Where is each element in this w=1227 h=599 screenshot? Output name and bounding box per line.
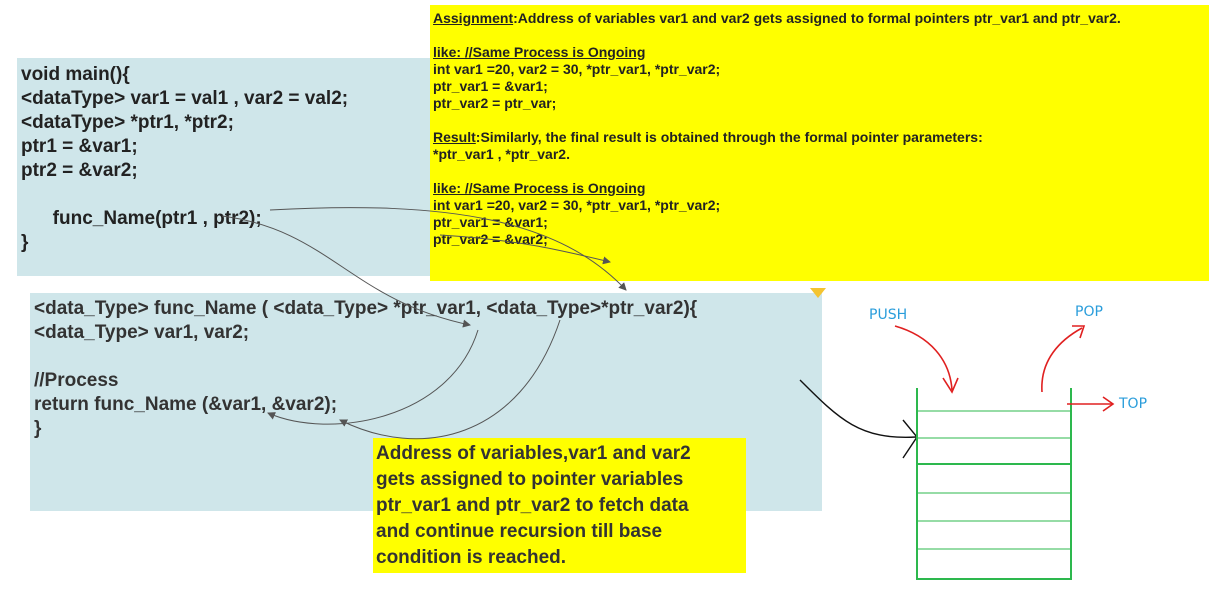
result-text-2: *ptr_var1 , *ptr_var2. <box>433 146 570 162</box>
connector-arrows <box>221 207 627 440</box>
arrow-param2-to-var2 <box>339 319 561 440</box>
pop-arrow <box>1041 327 1083 393</box>
note-marker-triangle <box>810 288 826 298</box>
result-heading: Result <box>433 129 476 145</box>
main-line-2: <dataType> var1 = val1 , var2 = val2; <box>21 88 349 109</box>
address-line-2: gets assigned to pointer variables <box>376 469 684 490</box>
push-label: PUSH <box>869 307 908 323</box>
assignment-text: :Address of variables var1 and var2 gets… <box>513 10 1121 26</box>
address-line-3: ptr_var1 and ptr_var2 to fetch data <box>376 495 689 516</box>
func-line-6: } <box>34 418 42 439</box>
arrow-ptr1-to-param1 <box>221 215 471 328</box>
address-line-4: and continue recursion till base <box>376 521 663 542</box>
func-line-2: <data_Type> var1, var2; <box>34 322 250 343</box>
address-line-1: Address of variables,var1 and var2 <box>376 443 691 464</box>
arrow-ptr2-to-assignment <box>269 207 627 291</box>
result-text: :Similarly, the final result is obtained… <box>475 129 983 145</box>
address-line-5: condition is reached. <box>376 547 567 568</box>
address-note: Address of variables,var1 and var2 gets … <box>373 438 746 573</box>
main-line-3: <dataType> *ptr1, *ptr2; <box>21 112 234 133</box>
stack-arrows <box>894 325 1115 412</box>
stack <box>916 388 1072 580</box>
arrow-param1-to-var1 <box>267 329 479 425</box>
top-label: TOP <box>1119 396 1148 412</box>
call-arrow <box>799 379 918 459</box>
like-heading-2: like: //Same Process is Ongoing <box>433 180 646 196</box>
code-2-line-1: int var1 =20, var2 = 30, *ptr_var1, *ptr… <box>433 197 721 213</box>
code-1-line-2: ptr_var1 = &var1; <box>433 78 548 94</box>
assignment-line: Assignment:Address of variables var1 and… <box>433 10 1209 27</box>
code-1-line-1: int var1 =20, var2 = 30, *ptr_var1, *ptr… <box>433 61 721 77</box>
result-line: Result:Similarly, the final result is ob… <box>433 129 1209 146</box>
pop-label: POP <box>1075 304 1103 320</box>
func-line-4: //Process <box>34 370 119 391</box>
push-arrow <box>894 325 953 391</box>
main-line-5: ptr2 = &var2; <box>21 160 138 181</box>
like-heading-1: like: //Same Process is Ongoing <box>433 44 646 60</box>
main-code-block: void main(){ <dataType> var1 = val1 , va… <box>17 58 438 276</box>
code-1-line-3: ptr_var2 = ptr_var; <box>433 95 557 111</box>
main-line-4: ptr1 = &var1; <box>21 136 138 157</box>
assignment-heading: Assignment <box>433 10 514 26</box>
func-line-1: <data_Type> func_Name ( <data_Type> *ptr… <box>34 298 698 319</box>
main-line-1: void main(){ <box>21 64 130 85</box>
func-line-5: return func_Name (&var1, &var2); <box>34 394 338 415</box>
assignment-note: Assignment:Address of variables var1 and… <box>430 5 1209 281</box>
main-line-8: } <box>21 232 29 253</box>
arrow-pair-to-pair <box>439 234 611 265</box>
